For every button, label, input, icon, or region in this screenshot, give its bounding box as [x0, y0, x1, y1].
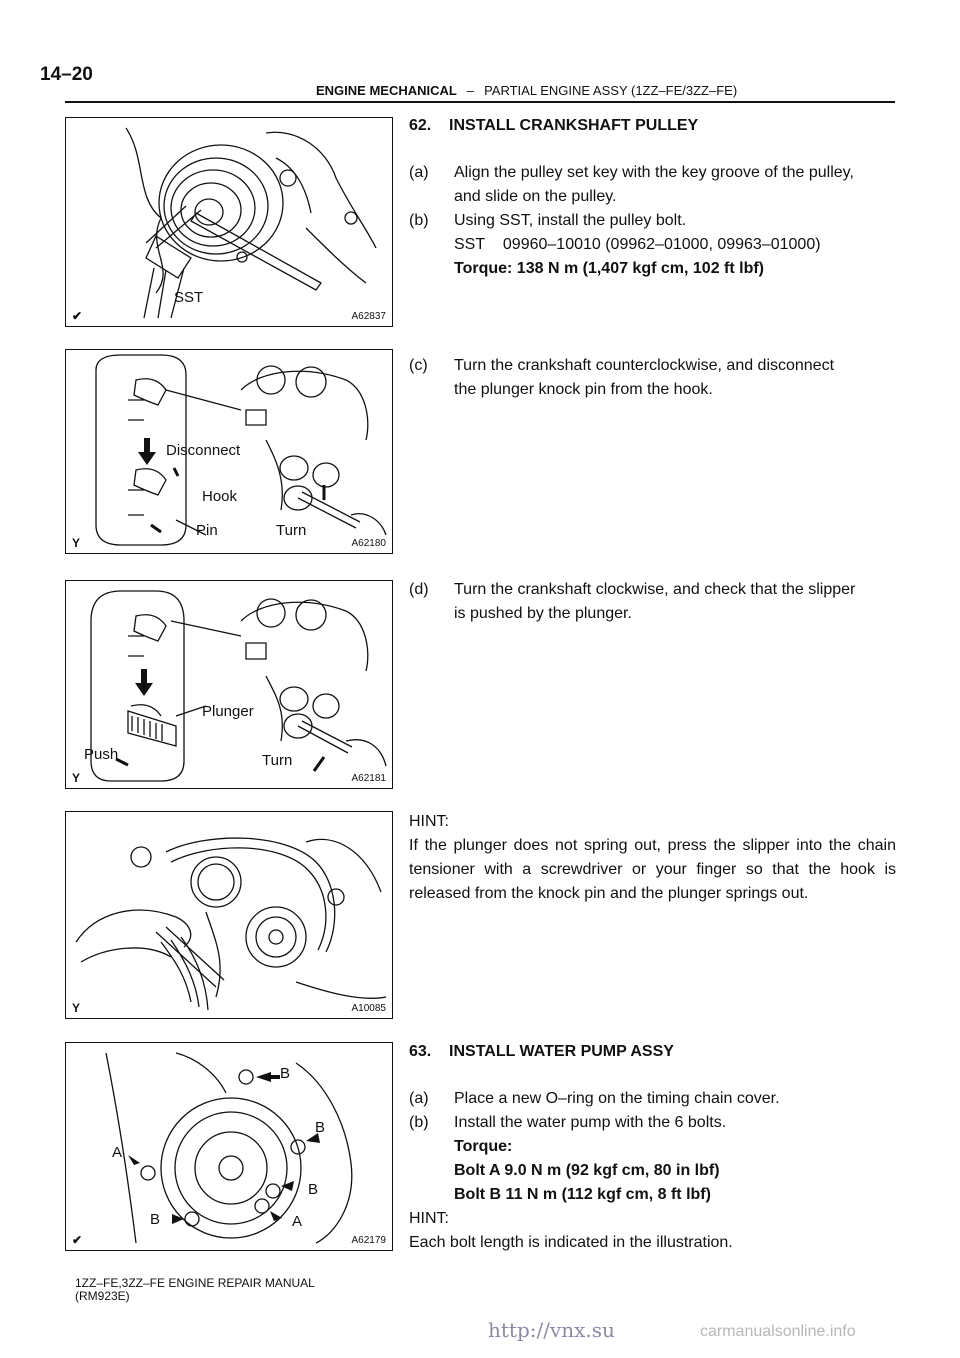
label-turn: Turn	[276, 522, 307, 539]
label-bolt-b: B	[315, 1119, 326, 1136]
figure-code: A62181	[351, 773, 386, 784]
figure-disconnect-plunger: Disconnect Hook Pin Turn Y A62180	[65, 349, 393, 554]
header-separator: –	[466, 83, 475, 98]
watermark-link[interactable]: http://vnx.su	[488, 1318, 615, 1342]
header-subsection: PARTIAL ENGINE ASSY (1ZZ–FE/3ZZ–FE)	[484, 83, 738, 98]
figure-water-pump-bolts: B B A B B A ✔ A62179	[65, 1042, 393, 1251]
step-62a: (a)Align the pulley set key with the key…	[409, 164, 854, 205]
torque-pulley: Torque: 138 N m (1,407 kgf cm, 102 ft lb…	[454, 260, 765, 277]
label-bolt-b: B	[150, 1211, 161, 1228]
page-number: 14–20	[40, 64, 93, 85]
figure-mark: Y	[72, 536, 81, 550]
figure-crankshaft-pulley: SST ✔ A62837	[65, 117, 393, 327]
label-bolt-b: B	[308, 1181, 319, 1198]
figure-mark: Y	[72, 771, 81, 785]
label-hook: Hook	[202, 488, 238, 505]
inspect-mark-icon: ✔	[72, 309, 83, 323]
step-62d: (d)Turn the crankshaft clockwise, and ch…	[409, 581, 856, 622]
tensioner-disconnect-illustration	[95, 354, 387, 546]
step-63-title: 63. INSTALL WATER PUMP ASSY	[409, 1043, 674, 1060]
step-62-title: 62. INSTALL CRANKSHAFT PULLEY	[409, 117, 699, 134]
figure-mark: Y	[72, 1001, 81, 1015]
footer: 1ZZ–FE,3ZZ–FE ENGINE REPAIR MANUAL (RM92…	[75, 1276, 315, 1303]
figure-code: A10085	[351, 1003, 386, 1014]
label-sst: SST	[174, 289, 204, 306]
press-slipper-illustration	[75, 837, 387, 1011]
hint-62: HINT: If the plunger does not spring out…	[409, 813, 896, 902]
label-push: Push	[84, 746, 119, 763]
header-rule	[65, 101, 895, 103]
figure-plunger-push: Plunger Push Turn Y A62181	[65, 580, 393, 789]
figure-code: A62179	[351, 1235, 386, 1246]
step-62b: (b)Using SST, install the pulley bolt. S…	[409, 209, 896, 281]
step-63b: (b)Install the water pump with the 6 bol…	[409, 1111, 896, 1207]
running-header: ENGINE MECHANICAL–PARTIAL ENGINE ASSY (1…	[316, 83, 737, 98]
figure-code: A62180	[351, 538, 386, 549]
step-62c: (c)Turn the crankshaft counterclockwise,…	[409, 357, 835, 398]
label-bolt-a: A	[292, 1213, 303, 1230]
label-bolt-a: A	[112, 1144, 123, 1161]
torque-bolt-b: Bolt B 11 N m (112 kgf cm, 8 ft lbf)	[454, 1186, 711, 1203]
step-63a: (a)Place a new O–ring on the timing chai…	[409, 1090, 780, 1107]
label-disconnect: Disconnect	[166, 442, 241, 459]
header-section: ENGINE MECHANICAL	[316, 83, 457, 98]
label-pin: Pin	[196, 522, 218, 539]
figure-press-slipper: Y A10085	[65, 811, 393, 1019]
inspect-mark-icon: ✔	[72, 1233, 83, 1247]
figure-code: A62837	[351, 311, 386, 322]
label-bolt-b: B	[280, 1065, 291, 1082]
plunger-push-illustration	[90, 590, 387, 782]
label-plunger: Plunger	[202, 703, 254, 720]
watermark-site: carmanualsonline.info	[700, 1323, 856, 1340]
water-pump-illustration	[105, 1052, 353, 1244]
torque-bolt-a: Bolt A 9.0 N m (92 kgf cm, 80 in lbf)	[454, 1162, 720, 1179]
label-turn: Turn	[262, 752, 293, 769]
hint-63: HINT: Each bolt length is indicated in t…	[409, 1210, 733, 1251]
pulley-illustration	[125, 127, 377, 319]
